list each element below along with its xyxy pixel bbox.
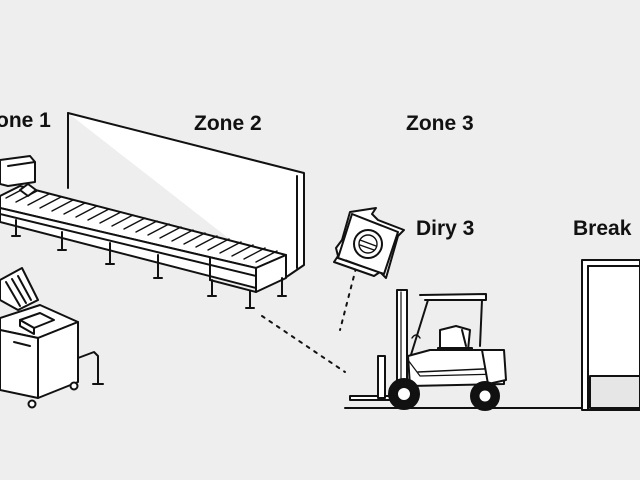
- packet-drop-dotted: [339, 267, 357, 331]
- diry3-label: Diry 3: [416, 217, 475, 240]
- zone2-label: Zone 2: [194, 112, 262, 135]
- zone3-label: Zone 3: [406, 112, 474, 135]
- forklift-icon: [349, 289, 507, 411]
- snack-packet-icon: [333, 207, 405, 279]
- doorway-icon: [581, 259, 640, 411]
- conveyor-belt-icon: [0, 155, 287, 309]
- flow-path-dotted: [261, 315, 346, 373]
- packaging-machine-icon: [0, 267, 104, 409]
- zone1-label: one 1: [0, 109, 51, 132]
- break-label: Break: [573, 217, 632, 240]
- conveyor-legs: [11, 219, 287, 309]
- partition-wall-icon: [67, 112, 305, 281]
